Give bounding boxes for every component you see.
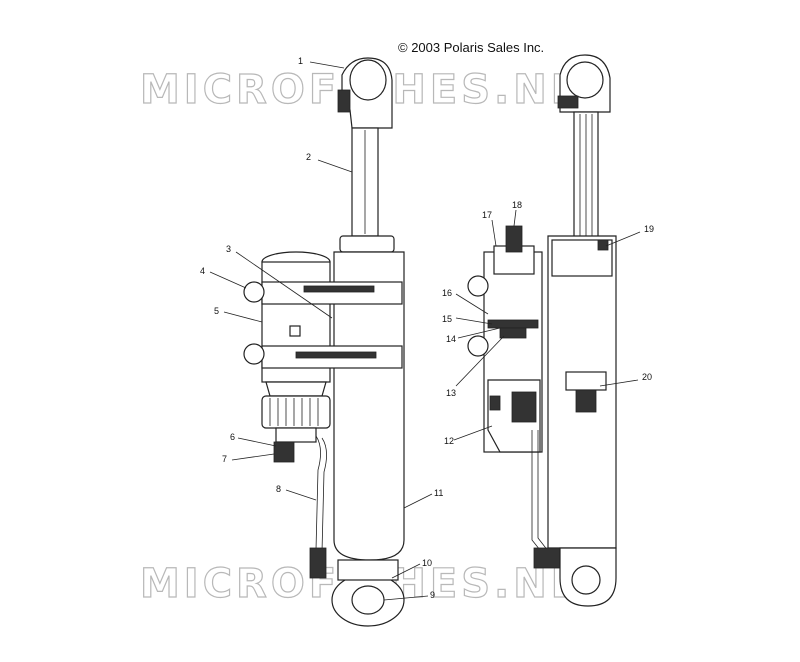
- bottom-eyelet-bushing: [351, 585, 385, 615]
- cutaway-clamp-screw-bottom: [467, 335, 489, 357]
- reservoir-lower: [265, 381, 327, 397]
- callout-6: 6: [230, 432, 235, 442]
- cutaway-adjuster-screw: [489, 395, 501, 411]
- hose-fitting-bottom: [309, 547, 327, 579]
- cutaway-floating-piston: [487, 319, 539, 329]
- callout-5: 5: [214, 306, 219, 316]
- callout-1: 1: [298, 56, 303, 66]
- bottom-eyelet-neck: [337, 559, 399, 581]
- callout-9: 9: [430, 590, 435, 600]
- eyelet-bushing: [337, 89, 351, 113]
- copyright-text: © 2003 Polaris Sales Inc.: [398, 40, 545, 55]
- callout-11: 11: [434, 488, 443, 498]
- clamp-screw-bottom: [243, 343, 265, 365]
- shock-exterior-view: [243, 57, 405, 627]
- cutaway-hose-fitting: [533, 547, 561, 569]
- cutaway-eyelet-bore: [566, 61, 604, 99]
- clamp-band-bottom-knurl: [295, 351, 377, 359]
- callout-17: 17: [482, 210, 492, 220]
- callout-3: 3: [226, 244, 231, 254]
- cutaway-piston: [565, 371, 607, 391]
- callout-12: 12: [444, 436, 454, 446]
- clamp-band-top-knurl: [303, 285, 375, 293]
- callout-13: 13: [446, 388, 456, 398]
- reservoir-label: [289, 325, 301, 337]
- adjuster-knob: [261, 395, 331, 429]
- hose: [315, 435, 321, 551]
- cutaway-adjuster-valve: [511, 391, 537, 423]
- cutaway-valve: [505, 225, 523, 253]
- hose-nut: [273, 441, 295, 463]
- callout-10: 10: [422, 558, 432, 568]
- clamp-screw-top: [243, 281, 265, 303]
- clamp-band-top: [261, 281, 403, 305]
- cutaway-eyelet-bushing: [557, 95, 579, 109]
- shock-cutaway-view: [467, 54, 617, 607]
- cutaway-piston-seal: [499, 327, 527, 339]
- callout-2: 2: [306, 152, 311, 162]
- callout-14: 14: [446, 334, 456, 344]
- leader-lines: [209, 61, 641, 601]
- adjuster-knurling: [269, 398, 319, 426]
- callout-15: 15: [442, 314, 452, 324]
- callout-8: 8: [276, 484, 281, 494]
- callout-19: 19: [644, 224, 654, 234]
- seal-cap: [339, 235, 395, 253]
- cutaway-seal-ring: [597, 239, 609, 251]
- callout-4: 4: [200, 266, 205, 276]
- cutaway-bottom-bore: [571, 565, 601, 595]
- cutaway-piston-nut: [575, 389, 597, 413]
- callout-20: 20: [642, 372, 652, 382]
- callout-16: 16: [442, 288, 452, 298]
- callout-18: 18: [512, 200, 522, 210]
- cutaway-clamp-screw-top: [467, 275, 489, 297]
- callout-labels: 1 2 3 4 5 6 7 8 9 10 11 12 13 14 15 16 1…: [200, 56, 654, 600]
- top-eyelet-bore: [349, 59, 387, 101]
- fitting: [275, 427, 317, 443]
- callout-7: 7: [222, 454, 227, 464]
